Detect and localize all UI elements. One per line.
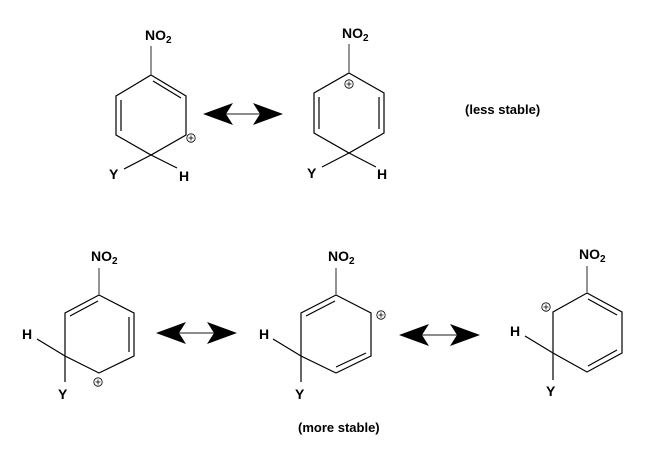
nitro-group-label: NO2: [145, 27, 172, 46]
nitro-group-label: NO2: [342, 25, 369, 44]
hydrogen-label: H: [179, 168, 189, 184]
positive-charge-icon: [93, 377, 103, 387]
structure-top-right: NO2 Y H: [307, 25, 387, 182]
nitro-group-label: NO2: [328, 248, 355, 267]
resonance-arrow-1: [203, 103, 283, 125]
positive-charge-icon: [541, 302, 551, 312]
positive-charge-icon: [376, 310, 386, 320]
y-substituent-label: Y: [546, 383, 556, 399]
y-substituent-label: Y: [109, 166, 119, 182]
resonance-arrow-3: [399, 324, 480, 346]
positive-charge-icon: [186, 133, 196, 143]
y-substituent-label: Y: [295, 386, 305, 402]
hydrogen-label: H: [259, 326, 269, 342]
structure-top-left: NO2 Y H: [109, 27, 196, 184]
y-substituent-label: Y: [58, 386, 68, 402]
positive-charge-icon: [344, 79, 354, 89]
structure-bottom-middle: NO2 Y H: [259, 248, 386, 402]
hydrogen-label: H: [22, 326, 32, 342]
nitro-group-label: NO2: [579, 246, 606, 265]
y-substituent-label: Y: [307, 165, 317, 181]
hydrogen-label: H: [510, 323, 520, 339]
structure-bottom-left: NO2 Y H: [22, 248, 135, 402]
hydrogen-label: H: [377, 166, 387, 182]
more-stable-label: (more stable): [298, 420, 380, 435]
resonance-arrow-2: [156, 322, 237, 344]
nitro-group-label: NO2: [91, 248, 118, 267]
structure-bottom-right: NO2 Y H: [510, 246, 623, 399]
less-stable-label: (less stable): [465, 102, 540, 117]
